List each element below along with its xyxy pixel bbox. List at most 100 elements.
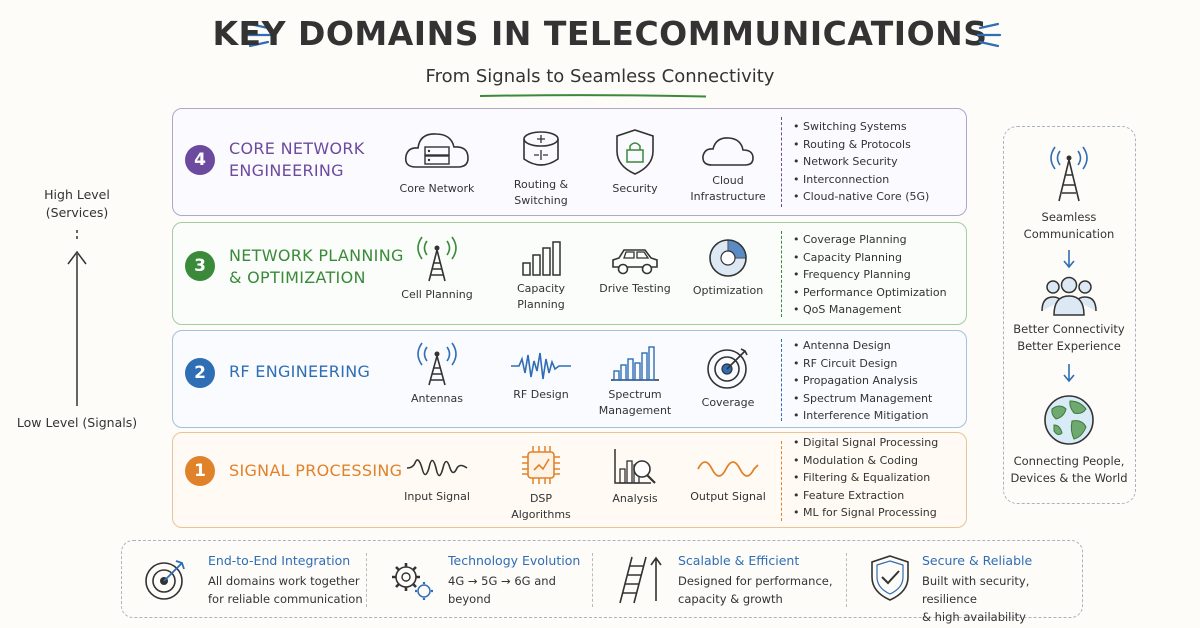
waveform-icon xyxy=(511,352,571,380)
row-title: NETWORK PLANNING & OPTIMIZATION xyxy=(229,246,404,287)
bullet-item: Spectrum Management xyxy=(793,390,932,408)
decoration-lines-left-icon xyxy=(246,22,272,48)
people-icon xyxy=(1041,276,1097,316)
tower-icon xyxy=(1050,146,1088,202)
sine-wave-icon xyxy=(697,461,759,477)
row-divider xyxy=(781,441,782,521)
bullet-item: RF Circuit Design xyxy=(793,355,932,373)
row-title: RF ENGINEERING xyxy=(229,362,371,381)
item-cell-planning: Cell Planning xyxy=(389,233,485,303)
bullet-item: Antenna Design xyxy=(793,337,932,355)
subtitle-underline xyxy=(479,94,707,98)
domain-row-core-network: 4 CORE NETWORK ENGINEERING Core Network … xyxy=(172,108,967,216)
shield-lock-icon xyxy=(616,129,654,175)
cell-tower-icon xyxy=(417,236,457,282)
bullet-item: Digital Signal Processing xyxy=(793,434,938,452)
item-label: Drive Testing xyxy=(599,282,671,295)
footer-divider xyxy=(846,553,847,607)
footer-title: Secure & Reliable xyxy=(922,553,1033,568)
page-title: KEY DOMAINS IN TELECOMMUNICATIONS xyxy=(212,14,988,53)
bullet-item: Modulation & Coding xyxy=(793,452,938,470)
item-label: Analysis xyxy=(612,492,658,505)
footer-title: Technology Evolution xyxy=(448,553,581,568)
bullet-item: Coverage Planning xyxy=(793,231,947,249)
page-subtitle: From Signals to Seamless Connectivity xyxy=(425,66,775,87)
bullet-item: ML for Signal Processing xyxy=(793,504,938,522)
router-icon xyxy=(523,131,559,166)
item-output-signal: Output Signal xyxy=(680,453,776,505)
target-arrow-icon xyxy=(145,560,185,600)
arrow-down-icon xyxy=(1063,364,1075,383)
row-number-badge: 4 xyxy=(185,145,215,175)
item-coverage: Coverage xyxy=(680,345,776,411)
item-label: Coverage xyxy=(701,396,755,409)
domain-row-network-planning: 3 NETWORK PLANNING & OPTIMIZATION Cell P… xyxy=(172,222,967,325)
chip-icon xyxy=(522,446,560,484)
bullet-item: Interconnection xyxy=(793,171,929,189)
footer-title: Scalable & Efficient xyxy=(678,553,800,568)
item-label: RF Design xyxy=(513,388,569,401)
bullet-item: Frequency Planning xyxy=(793,266,947,284)
item-label: Optimization xyxy=(692,284,764,297)
shield-check-icon xyxy=(871,555,909,601)
item-capacity-planning: Capacity Planning xyxy=(493,239,589,313)
decoration-lines-right-icon xyxy=(976,22,1002,48)
ladder-icon xyxy=(619,556,662,604)
row-divider xyxy=(781,231,782,317)
axis-high-label: High Level (Services) xyxy=(44,187,110,220)
item-input-signal: Input Signal xyxy=(389,451,485,505)
outcomes-panel: Seamless Communication Better Connectivi… xyxy=(1003,126,1136,504)
footer-desc: 4G → 5G → 6G and beyond xyxy=(448,574,556,606)
spectrum-icon xyxy=(611,346,659,381)
arrow-down-icon xyxy=(1063,250,1075,269)
analysis-icon xyxy=(614,449,656,484)
row-bullets: Digital Signal Processing Modulation & C… xyxy=(793,434,938,522)
bullet-item: Switching Systems xyxy=(793,118,929,136)
item-cloud-infrastructure: Cloud Infrastructure xyxy=(680,133,776,205)
item-analysis: Analysis xyxy=(587,445,683,507)
item-antennas: Antennas xyxy=(389,339,485,407)
row-bullets: Coverage Planning Capacity Planning Freq… xyxy=(793,231,947,319)
pie-chart-icon xyxy=(709,239,747,277)
footer-desc: Built with security, resilience & high a… xyxy=(922,574,1030,624)
item-dsp-algorithms: DSP Algorithms xyxy=(493,443,589,523)
footer-divider xyxy=(366,553,367,607)
bullet-item: Capacity Planning xyxy=(793,249,947,267)
item-label: Security xyxy=(612,182,658,195)
antenna-icon xyxy=(417,342,457,386)
row-number-badge: 3 xyxy=(185,251,215,281)
bullet-item: QoS Management xyxy=(793,301,947,319)
cloud-icon xyxy=(702,137,754,166)
footer-desc: All domains work together for reliable c… xyxy=(208,574,363,606)
signal-wave-icon xyxy=(406,459,468,477)
bullet-item: Feature Extraction xyxy=(793,487,938,505)
bullet-item: Network Security xyxy=(793,153,929,171)
target-icon xyxy=(707,348,748,389)
bullet-item: Interference Mitigation xyxy=(793,407,932,425)
item-rf-design: RF Design xyxy=(493,349,589,403)
bullet-item: Routing & Protocols xyxy=(793,136,929,154)
item-core-network: Core Network xyxy=(389,127,485,197)
item-label: Spectrum Management xyxy=(598,388,672,417)
bullet-item: Performance Optimization xyxy=(793,284,947,302)
item-spectrum-management: Spectrum Management xyxy=(587,343,683,419)
row-title: SIGNAL PROCESSING xyxy=(229,461,403,480)
cloud-server-icon xyxy=(404,133,469,168)
item-label: DSP Algorithms xyxy=(511,492,571,521)
outcome-label: Better Connectivity Better Experience xyxy=(1013,322,1125,353)
footer-divider xyxy=(592,553,593,607)
globe-icon xyxy=(1044,395,1094,445)
row-divider xyxy=(781,339,782,421)
bar-chart-icon xyxy=(522,241,561,276)
bullet-item: Filtering & Equalization xyxy=(793,469,938,487)
bullet-item: Propagation Analysis xyxy=(793,372,932,390)
item-optimization: Optimization xyxy=(680,237,776,299)
item-label: Cloud Infrastructure xyxy=(690,174,766,203)
row-number-badge: 2 xyxy=(185,358,215,388)
outcome-label: Seamless Communication xyxy=(1023,210,1115,241)
domain-row-signal-processing: 1 SIGNAL PROCESSING Input Signal DSP Alg… xyxy=(172,432,967,528)
benefits-footer: End-to-End Integration All domains work … xyxy=(121,540,1083,624)
item-label: Cell Planning xyxy=(401,288,473,301)
item-label: Routing & Switching xyxy=(513,178,569,207)
item-label: Capacity Planning xyxy=(516,282,566,311)
